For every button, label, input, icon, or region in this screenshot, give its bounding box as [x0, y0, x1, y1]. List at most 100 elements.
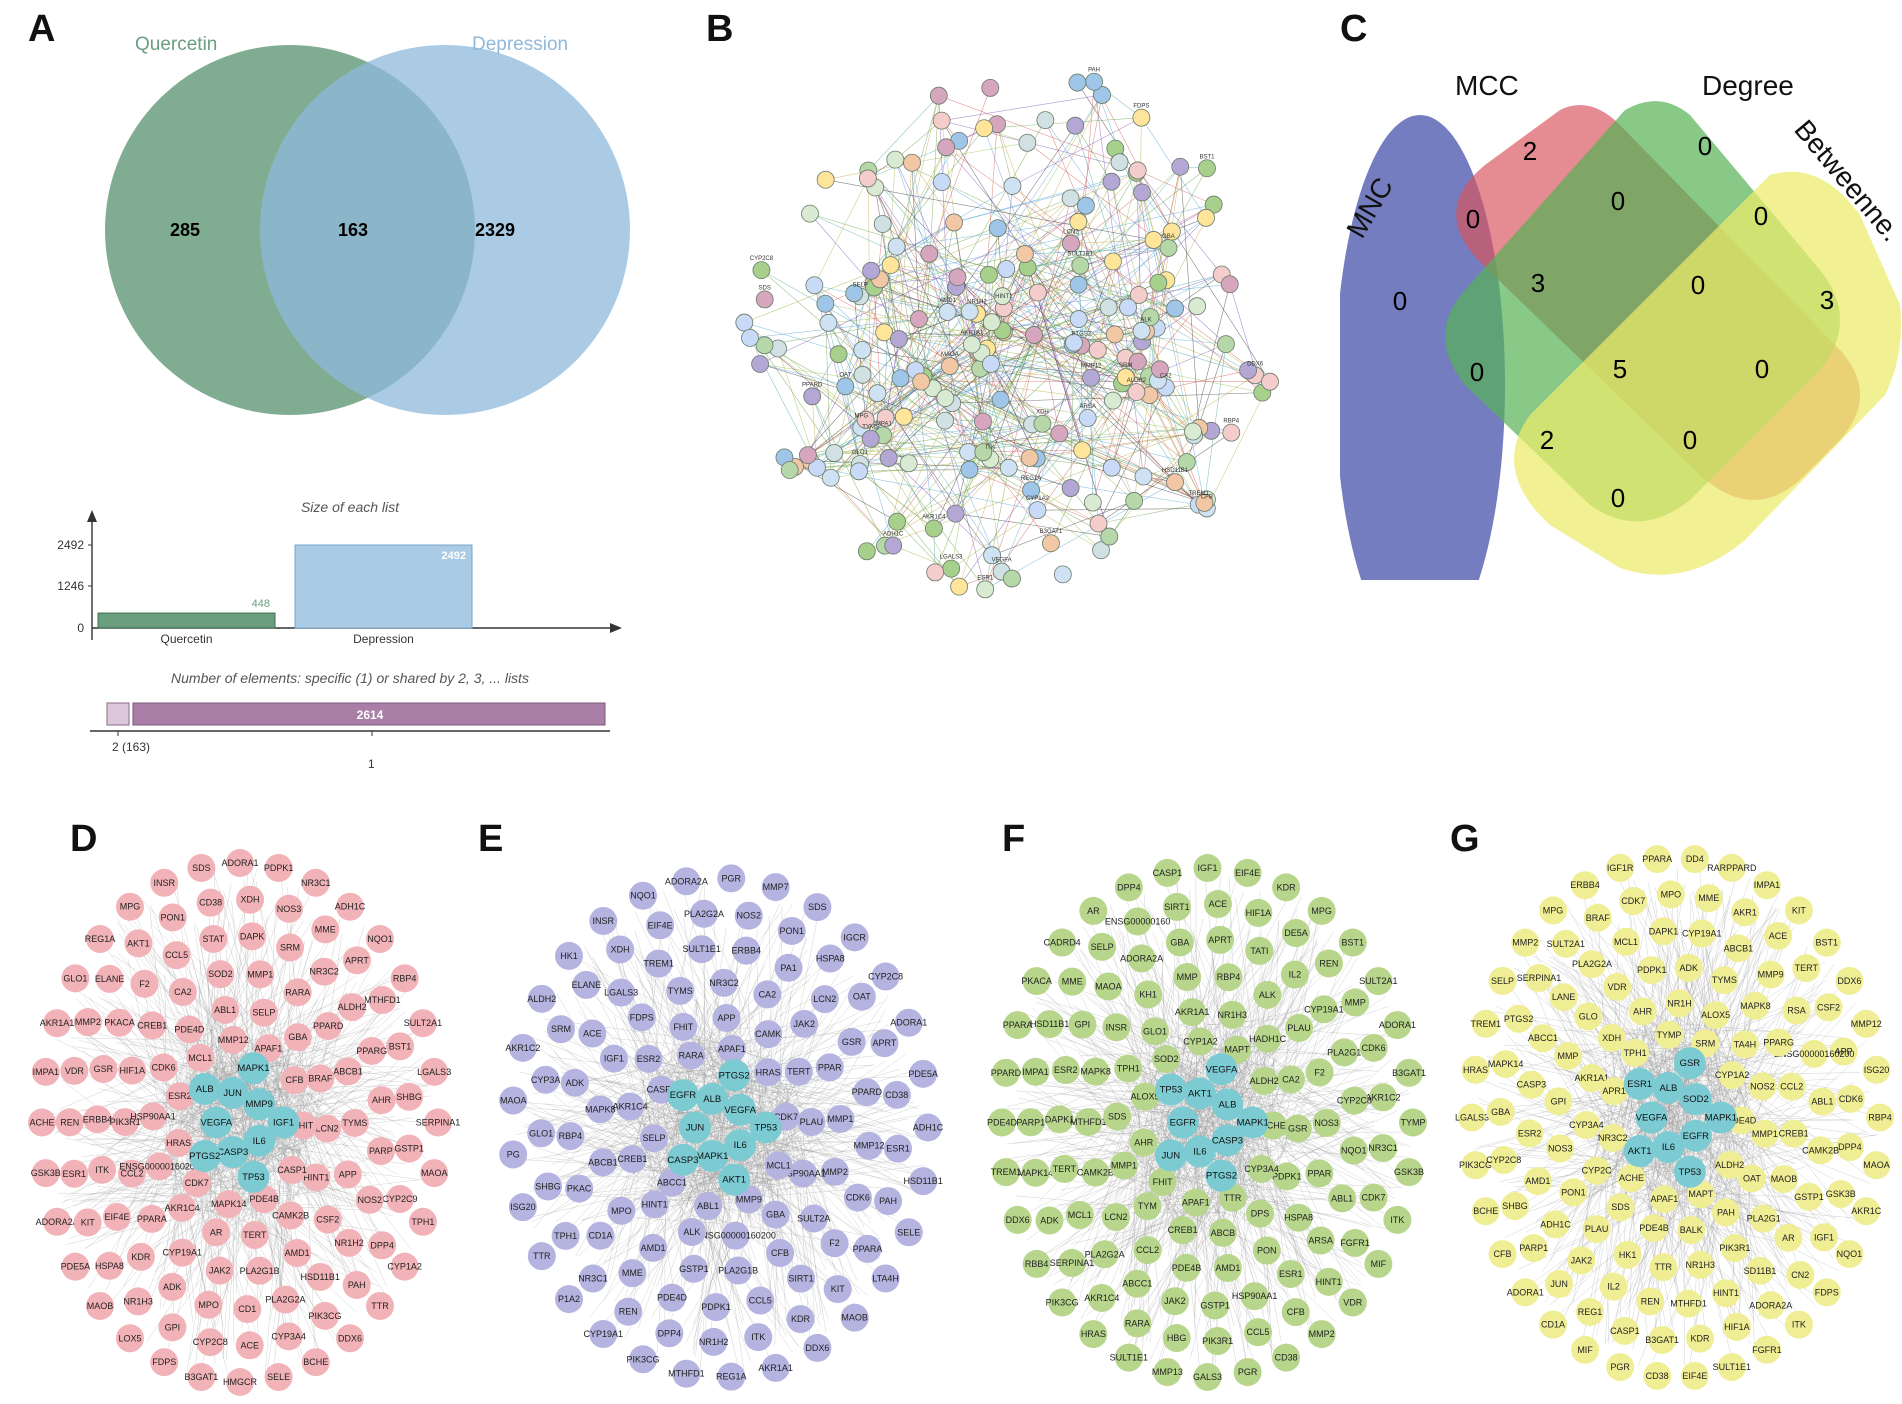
network-b-node — [997, 260, 1016, 278]
network_d-node-label: CYP2C9 — [382, 1194, 417, 1204]
network_d-node — [312, 1114, 341, 1143]
network_g-hub-label: MAPK1 — [1705, 1113, 1737, 1124]
network_f-edge — [1193, 1104, 1335, 1170]
network_f-node — [1162, 1324, 1191, 1353]
network_d-node-label: CYP3A4 — [271, 1331, 306, 1341]
network_d-node-label: SOD2 — [208, 969, 233, 979]
network-b-edge — [896, 334, 1035, 522]
network_g-node-label: ABCC1 — [1528, 1033, 1558, 1043]
network_f-node — [1245, 936, 1274, 965]
shared-tick-label-1: 1 — [368, 757, 375, 771]
network_d-node-label: PIK3CG — [308, 1311, 341, 1321]
network-b-node-label: MPG — [854, 414, 868, 420]
network_g-node-label: IGF1R — [1607, 863, 1634, 873]
network-b-node — [903, 153, 921, 172]
network_d-node — [278, 1155, 307, 1184]
network_f-node — [1307, 896, 1336, 925]
network-b-edge — [981, 352, 1232, 433]
network_e-node-label: CDK7 — [774, 1112, 798, 1122]
hub-network-mcc: ADH1CHSD11B1SELELTA4HMAOBDDX6AKR1A1REG1A… — [499, 864, 944, 1391]
network_f-node — [988, 1108, 1016, 1137]
network_g-edge — [1626, 1077, 1677, 1346]
network-b-node — [1088, 340, 1107, 359]
network_f-node — [1133, 1192, 1162, 1221]
network_f-node — [1213, 1253, 1242, 1282]
network_e-edge — [700, 1157, 743, 1324]
network_e-node-label: KIT — [831, 1284, 846, 1294]
network_f-node — [1114, 1054, 1143, 1083]
list-size-chart: Size of each list 2492 1246 0 448Quercet… — [57, 499, 622, 646]
network_e-node — [914, 1113, 942, 1142]
network_d-edge — [198, 986, 207, 1055]
network_e-edge — [734, 1147, 867, 1172]
network_g-node — [1583, 903, 1612, 932]
network_d-node-label: SULT2A1 — [404, 1018, 442, 1028]
network_e-node — [556, 1122, 585, 1151]
venn4-mcc-degree: 0 — [1611, 186, 1625, 216]
network-b-node-label: SRM — [1119, 363, 1132, 369]
network_f-node — [1050, 1154, 1079, 1183]
network-b-edge — [807, 349, 863, 456]
network_g-node — [1643, 1361, 1672, 1390]
network-b-node — [1078, 409, 1097, 427]
venn4-mnc-only: 0 — [1393, 286, 1407, 316]
network_d-node — [85, 925, 114, 954]
network_e-node — [840, 1303, 869, 1332]
network_f-hub-label: JUN — [1162, 1150, 1181, 1161]
network_d-node-label: DAPK — [240, 931, 265, 941]
network_f-node — [1272, 1343, 1301, 1372]
network_g-node — [1567, 1246, 1596, 1275]
network_d-node-label: MMP2 — [75, 1017, 101, 1027]
network_e-node-label: CREB1 — [617, 1154, 647, 1164]
network_d-node — [95, 1251, 124, 1280]
network_e-node — [560, 1068, 589, 1097]
network_f-edge — [1045, 1084, 1203, 1113]
network-b-node — [1222, 423, 1241, 442]
network_f-node-label: RBB4 — [1025, 1259, 1049, 1269]
network-b-edge — [760, 363, 878, 394]
network_d-node — [73, 1008, 102, 1037]
network_g-edge — [1632, 1182, 1658, 1350]
network_g-node-label: GBA — [1491, 1107, 1510, 1117]
network_g-node-label: SULT2A1 — [1547, 939, 1585, 949]
network_d-node-label: CASP1 — [277, 1165, 307, 1175]
network_d-node-label: VDR — [65, 1066, 85, 1076]
network_f-node — [1153, 1358, 1182, 1387]
venn4-all-four: 5 — [1613, 354, 1627, 384]
network_g-edge — [1496, 1106, 1651, 1159]
network_g-node-label: SULT1E1 — [1713, 1362, 1751, 1372]
network_d-node-label: NOS2 — [358, 1195, 383, 1205]
network_f-node — [1250, 1066, 1279, 1095]
network_d-node — [368, 1231, 397, 1260]
network_e-node-label: RBP4 — [559, 1131, 583, 1141]
network_f-hub-node — [1205, 1053, 1238, 1086]
network_e-node — [607, 978, 636, 1007]
network-b-node-label: CFB — [1201, 494, 1213, 500]
network_f-node-label: CREB1 — [1168, 1225, 1198, 1235]
network_d-node — [274, 894, 303, 923]
network_d-node — [158, 1272, 187, 1301]
network_g-node — [1621, 1038, 1650, 1067]
network_f-node — [1178, 998, 1207, 1027]
network-b-edge — [991, 500, 1135, 556]
network-b-edge — [983, 128, 1089, 419]
network_d-edge — [278, 1043, 358, 1068]
network_g-node-label: KDR — [1691, 1334, 1711, 1344]
network-b-edge — [1001, 433, 1060, 572]
network_d-node — [115, 1324, 144, 1353]
network_f-node-label: RARA — [1125, 1318, 1150, 1328]
network_d-node — [276, 933, 305, 962]
network-b-node — [1166, 299, 1184, 318]
network-b-node — [886, 150, 905, 169]
network-b-node — [1119, 298, 1137, 317]
network-b-edge — [895, 120, 942, 160]
network_d-node-label: CCL5 — [165, 950, 188, 960]
network_e-node-label: PA1 — [780, 963, 796, 973]
network-b-node — [1141, 308, 1160, 327]
network_d-node — [31, 1159, 60, 1188]
network_d-node — [395, 1082, 424, 1111]
network_g-node-label: ERBB4 — [1570, 880, 1600, 890]
network_f-node — [1240, 1282, 1269, 1311]
network_e-edge — [683, 918, 704, 1045]
network_d-node — [199, 924, 228, 953]
